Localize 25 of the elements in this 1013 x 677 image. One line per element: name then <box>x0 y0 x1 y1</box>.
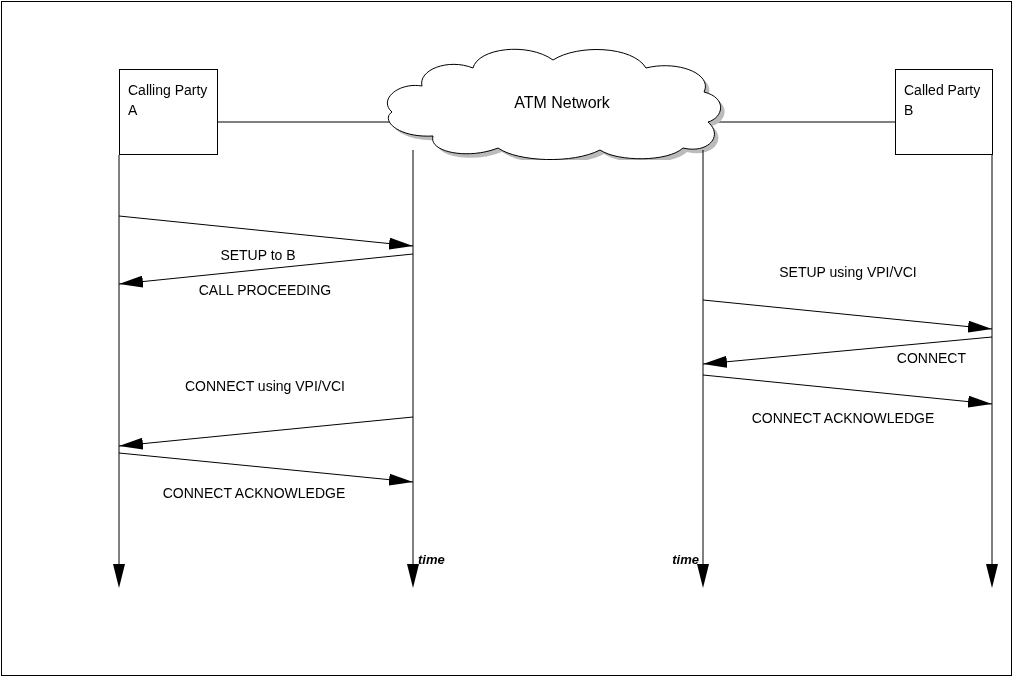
network-label: ATM Network <box>514 93 610 113</box>
message-label: CONNECT <box>894 350 968 366</box>
message-label: CONNECT ACKNOWLEDGE <box>749 410 937 426</box>
timeline-arrow <box>986 155 998 588</box>
timeline-arrow <box>697 150 709 588</box>
time-label: time <box>418 552 445 567</box>
message-arrow <box>118 416 414 450</box>
message-label: CONNECT using VPI/VCI <box>183 378 347 394</box>
time-label: time <box>672 552 699 567</box>
message-label: SETUP to B <box>218 247 298 263</box>
message-arrow <box>702 374 993 408</box>
message-arrow <box>118 215 414 250</box>
party-label: Called Party B <box>904 81 982 120</box>
message-label: CONNECT ACKNOWLEDGE <box>160 485 348 501</box>
message-arrow <box>702 336 993 368</box>
message-arrow <box>702 299 993 333</box>
party-box <box>119 69 218 155</box>
party-box <box>895 69 993 155</box>
party-label: Calling Party A <box>128 81 209 120</box>
message-label: CALL PROCEEDING <box>196 282 334 298</box>
timeline-arrow <box>407 150 419 588</box>
message-label: SETUP using VPI/VCI <box>777 264 919 280</box>
message-arrow <box>118 253 414 288</box>
message-arrow <box>118 452 414 486</box>
timeline-arrow <box>113 155 125 588</box>
